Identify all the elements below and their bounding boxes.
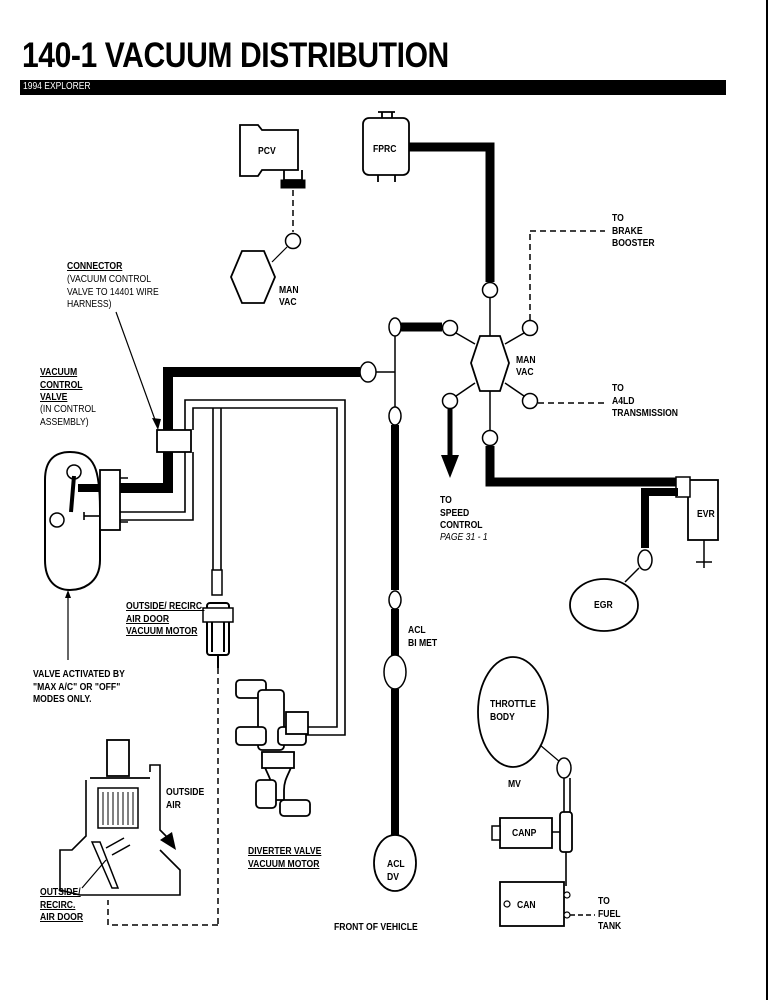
- valve-activated-note: VALVE ACTIVATED BY "MAX A/C" OR "OFF" MO…: [33, 668, 125, 705]
- connector-title: CONNECTOR: [67, 260, 123, 272]
- man-vac-center-label-2: VAC: [516, 366, 534, 378]
- pcv-valve: [239, 124, 306, 189]
- fprc-hose: [409, 142, 495, 282]
- vacuum-control-valve-desc: (IN CONTROL ASSEMBLY): [40, 403, 96, 428]
- fuel-tank-label: TO FUEL TANK: [598, 895, 622, 932]
- throttle-body: [477, 656, 549, 768]
- evr-unit: [687, 479, 719, 541]
- charcoal-canister: [499, 881, 565, 927]
- front-of-vehicle-label: FRONT OF VEHICLE: [334, 921, 418, 933]
- connector-block: [156, 429, 192, 453]
- vacuum-control-valve-title: VACUUM CONTROL VALVE: [40, 366, 83, 403]
- man-vac-left-fitting: [230, 250, 276, 304]
- outside-recirc-vacuum-motor: [202, 602, 234, 668]
- throttle-body-label: THROTTLE BODY: [490, 698, 536, 723]
- pcv-label: PCV: [258, 145, 276, 157]
- diverter-valve-label: DIVERTER VALVE VACUUM MOTOR: [248, 845, 322, 870]
- connector-description: (VACUUM CONTROL VALVE TO 14401 WIRE HARN…: [67, 273, 159, 310]
- air-door-assembly: [59, 739, 181, 896]
- speed-control-label: TO SPEED CONTROL: [440, 494, 483, 531]
- brake-booster-label: TO BRAKE BOOSTER: [612, 212, 655, 249]
- outside-recirc-door-label: OUTSIDE/ RECIRC. AIR DOOR: [40, 886, 84, 923]
- a4ld-transmission-label: TO A4LD TRANSMISSION: [612, 382, 679, 419]
- evr-label: EVR: [697, 508, 715, 520]
- vehicle-subtitle: 1994 EXPLORER: [23, 81, 91, 92]
- egr-valve: [569, 578, 639, 632]
- man-vac-left-label-2: VAC: [279, 296, 297, 308]
- subtitle-bar: 1994 EXPLORER: [20, 80, 726, 95]
- speed-control-arrow: [441, 455, 459, 478]
- canp-solenoid: [499, 817, 553, 849]
- fprc-label: FPRC: [373, 143, 397, 155]
- mv-label: MV: [508, 778, 521, 790]
- acl-dv-valve: [373, 834, 417, 892]
- speed-control-page-ref: PAGE 31 - 1: [440, 531, 488, 543]
- can-label: CAN: [517, 899, 536, 911]
- pcv-port-connector: [284, 232, 302, 250]
- diverter-valve-vacuum-motor: [235, 679, 311, 817]
- man-vac-center-label-1: MAN: [516, 354, 536, 366]
- acl-bimet-valve: [383, 654, 407, 690]
- outside-air-label: OUTSIDE AIR: [166, 786, 205, 811]
- man-vac-center-fitting: [470, 335, 510, 392]
- outside-recirc-motor-label: OUTSIDE/ RECIRC. AIR DOOR VACUUM MOTOR: [126, 600, 205, 637]
- acl-dv-label: ACL DV: [387, 858, 405, 883]
- page-border: [766, 0, 768, 1000]
- man-vac-left-label-1: MAN: [279, 284, 299, 296]
- egr-label: EGR: [594, 599, 613, 611]
- canp-label: CANP: [512, 827, 537, 839]
- page-title: 140-1 VACUUM DISTRIBUTION: [22, 36, 449, 75]
- acl-bimet-label: ACL BI MET: [408, 624, 438, 649]
